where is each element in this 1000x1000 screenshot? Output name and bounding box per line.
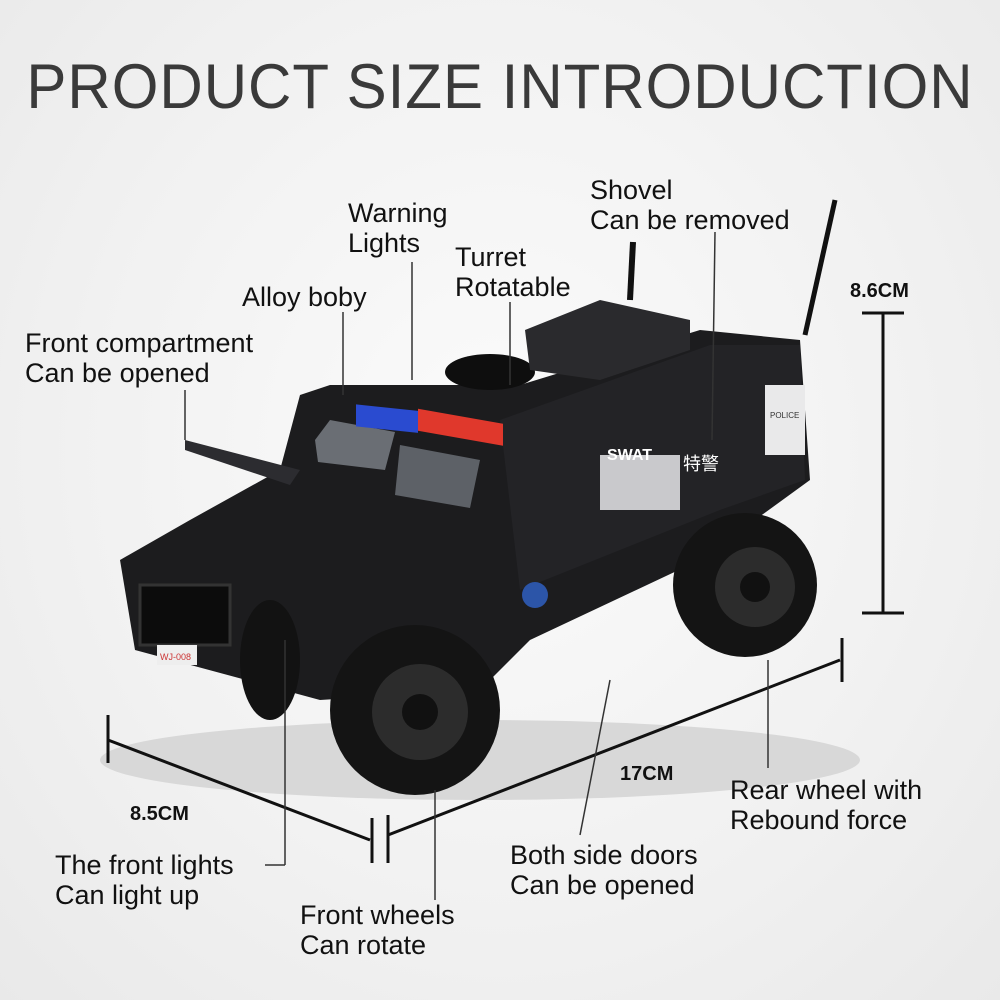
callout-line: Can be opened — [510, 870, 695, 900]
antenna — [802, 199, 838, 336]
callout-line: Can rotate — [300, 930, 427, 960]
front-wheel — [330, 625, 500, 795]
rear-wheel — [673, 513, 817, 657]
police-marking: POLICE — [770, 411, 799, 420]
chinese-marking: 特警 — [683, 454, 719, 475]
callout-line: The front lights — [55, 850, 234, 880]
side-grille — [600, 455, 680, 510]
callout-line: Front compartment — [25, 328, 254, 358]
callout-warning-lights: Warning Lights — [348, 198, 448, 258]
warning-lights-red — [418, 408, 503, 446]
callout-alloy-body: Alloy boby — [242, 282, 367, 312]
callout-front-lights: The front lights Can light up — [55, 850, 234, 910]
callout-line: Rebound force — [730, 805, 908, 835]
license-plate — [157, 645, 197, 665]
windshield-left — [315, 420, 395, 470]
front-grille — [138, 583, 232, 647]
callout-front-compartment: Front compartment Can be opened — [25, 328, 253, 388]
left-front-wheel — [240, 600, 300, 720]
callout-line: Rear wheel with — [730, 775, 923, 805]
windshield-right — [395, 445, 480, 508]
callout-line: Alloy boby — [242, 282, 367, 312]
callout-turret: Turret Rotatable — [455, 242, 571, 302]
callout-line: Both side doors — [510, 840, 698, 870]
plate-text: WJ-008 — [160, 652, 191, 662]
dimension-length: 17CM — [620, 763, 674, 785]
swat-marking: SWAT — [607, 447, 652, 464]
callout-line: Can light up — [55, 880, 200, 910]
turret-gun — [525, 300, 690, 380]
callout-shovel: Shovel Can be removed — [590, 175, 790, 235]
police-emblem — [522, 582, 548, 608]
warning-lights-blue — [356, 404, 418, 433]
turret — [445, 354, 535, 390]
police-panel — [765, 385, 805, 455]
dimension-lines — [106, 311, 904, 863]
page-title: PRODUCT SIZE INTRODUCTION — [26, 51, 974, 122]
callout-line: Can be removed — [590, 205, 790, 235]
callout-rear-wheel: Rear wheel with Rebound force — [730, 775, 922, 835]
callout-line: Warning — [348, 198, 448, 228]
dimension-width: 8.5CM — [130, 803, 189, 825]
callout-line: Turret — [455, 242, 527, 272]
shovel-handle — [627, 241, 636, 301]
dimension-height: 8.6CM — [850, 280, 909, 302]
callout-side-doors: Both side doors Can be opened — [510, 840, 698, 900]
callout-line: Can be opened — [25, 358, 210, 388]
callout-front-wheels: Front wheels Can rotate — [300, 900, 455, 960]
callout-line: Front wheels — [300, 900, 455, 930]
callout-line: Lights — [348, 228, 421, 258]
leader-lines — [184, 231, 769, 900]
front-hood — [185, 440, 300, 485]
callout-line: Shovel — [590, 175, 673, 205]
callout-line: Rotatable — [455, 272, 571, 302]
